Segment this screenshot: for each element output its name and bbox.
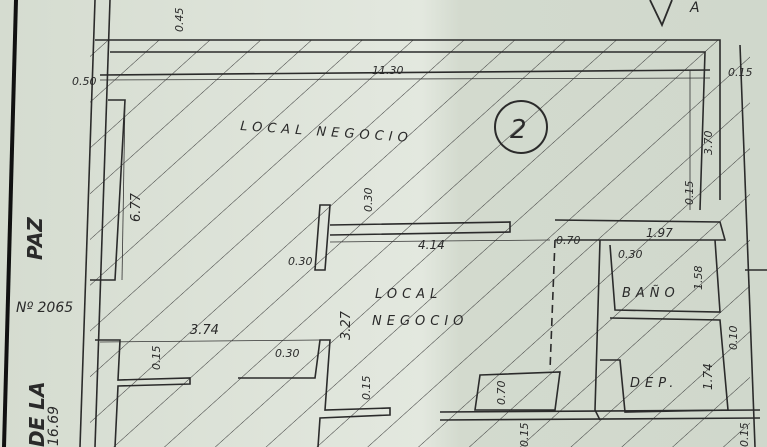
dim-label: 3.27 — [339, 310, 354, 340]
dim-label: 0.50 — [72, 75, 97, 88]
dim-label: 0.15 — [518, 423, 531, 447]
unit-number-circle — [494, 100, 548, 154]
dim-label: 11.30 — [372, 64, 404, 77]
dim-label: 0.15 — [683, 181, 696, 206]
dim-label: 0.30 — [362, 188, 375, 213]
street-name-prefix: DE LA — [25, 382, 49, 447]
dim-label: 0.45 — [173, 8, 186, 33]
room-label-bath: BAÑO — [622, 285, 680, 301]
room-label-negocio: NEGOCIO — [372, 314, 468, 329]
dim-label: 0.10 — [727, 326, 740, 351]
frontage-dimension: 16.69 — [46, 406, 62, 446]
dim-label: 0.15 — [728, 66, 753, 79]
dim-label: 0.30 — [275, 347, 300, 360]
dim-label: 0.15 — [150, 346, 163, 371]
room-label-local: LOCAL — [375, 287, 442, 302]
dim-label: 0.70 — [495, 381, 508, 406]
dim-label: 3.74 — [190, 323, 219, 338]
dim-label: 0.30 — [618, 248, 643, 261]
dim-label: 4.14 — [418, 238, 445, 252]
section-arrow-icon — [649, 0, 673, 28]
dimension-labels: 0.45 0.50 11.30 0.15 3.70 0.15 6.77 0.30… — [72, 8, 753, 447]
paper-edge-line — [2, 0, 18, 447]
dimension-lines — [99, 70, 711, 343]
dim-label: 0.30 — [288, 255, 313, 268]
dim-label: 0.15 — [738, 423, 751, 447]
walls — [79, 0, 767, 447]
dim-label: 0.15 — [360, 376, 373, 401]
dim-label: 1.74 — [701, 363, 715, 390]
dim-label: 0.70 — [556, 234, 581, 247]
street-name: PAZ — [23, 217, 47, 260]
dim-label: 6.77 — [129, 192, 144, 222]
hatch-area — [90, 40, 750, 447]
dim-label: 1.58 — [692, 266, 705, 291]
dim-label: 3.70 — [702, 131, 715, 156]
section-marker: A — [689, 0, 700, 16]
street-number: Nº 2065 — [16, 300, 73, 316]
unit-number: 2 — [510, 115, 527, 145]
room-label-storage: DEP. — [630, 376, 678, 391]
dim-label: 1.97 — [646, 226, 673, 240]
